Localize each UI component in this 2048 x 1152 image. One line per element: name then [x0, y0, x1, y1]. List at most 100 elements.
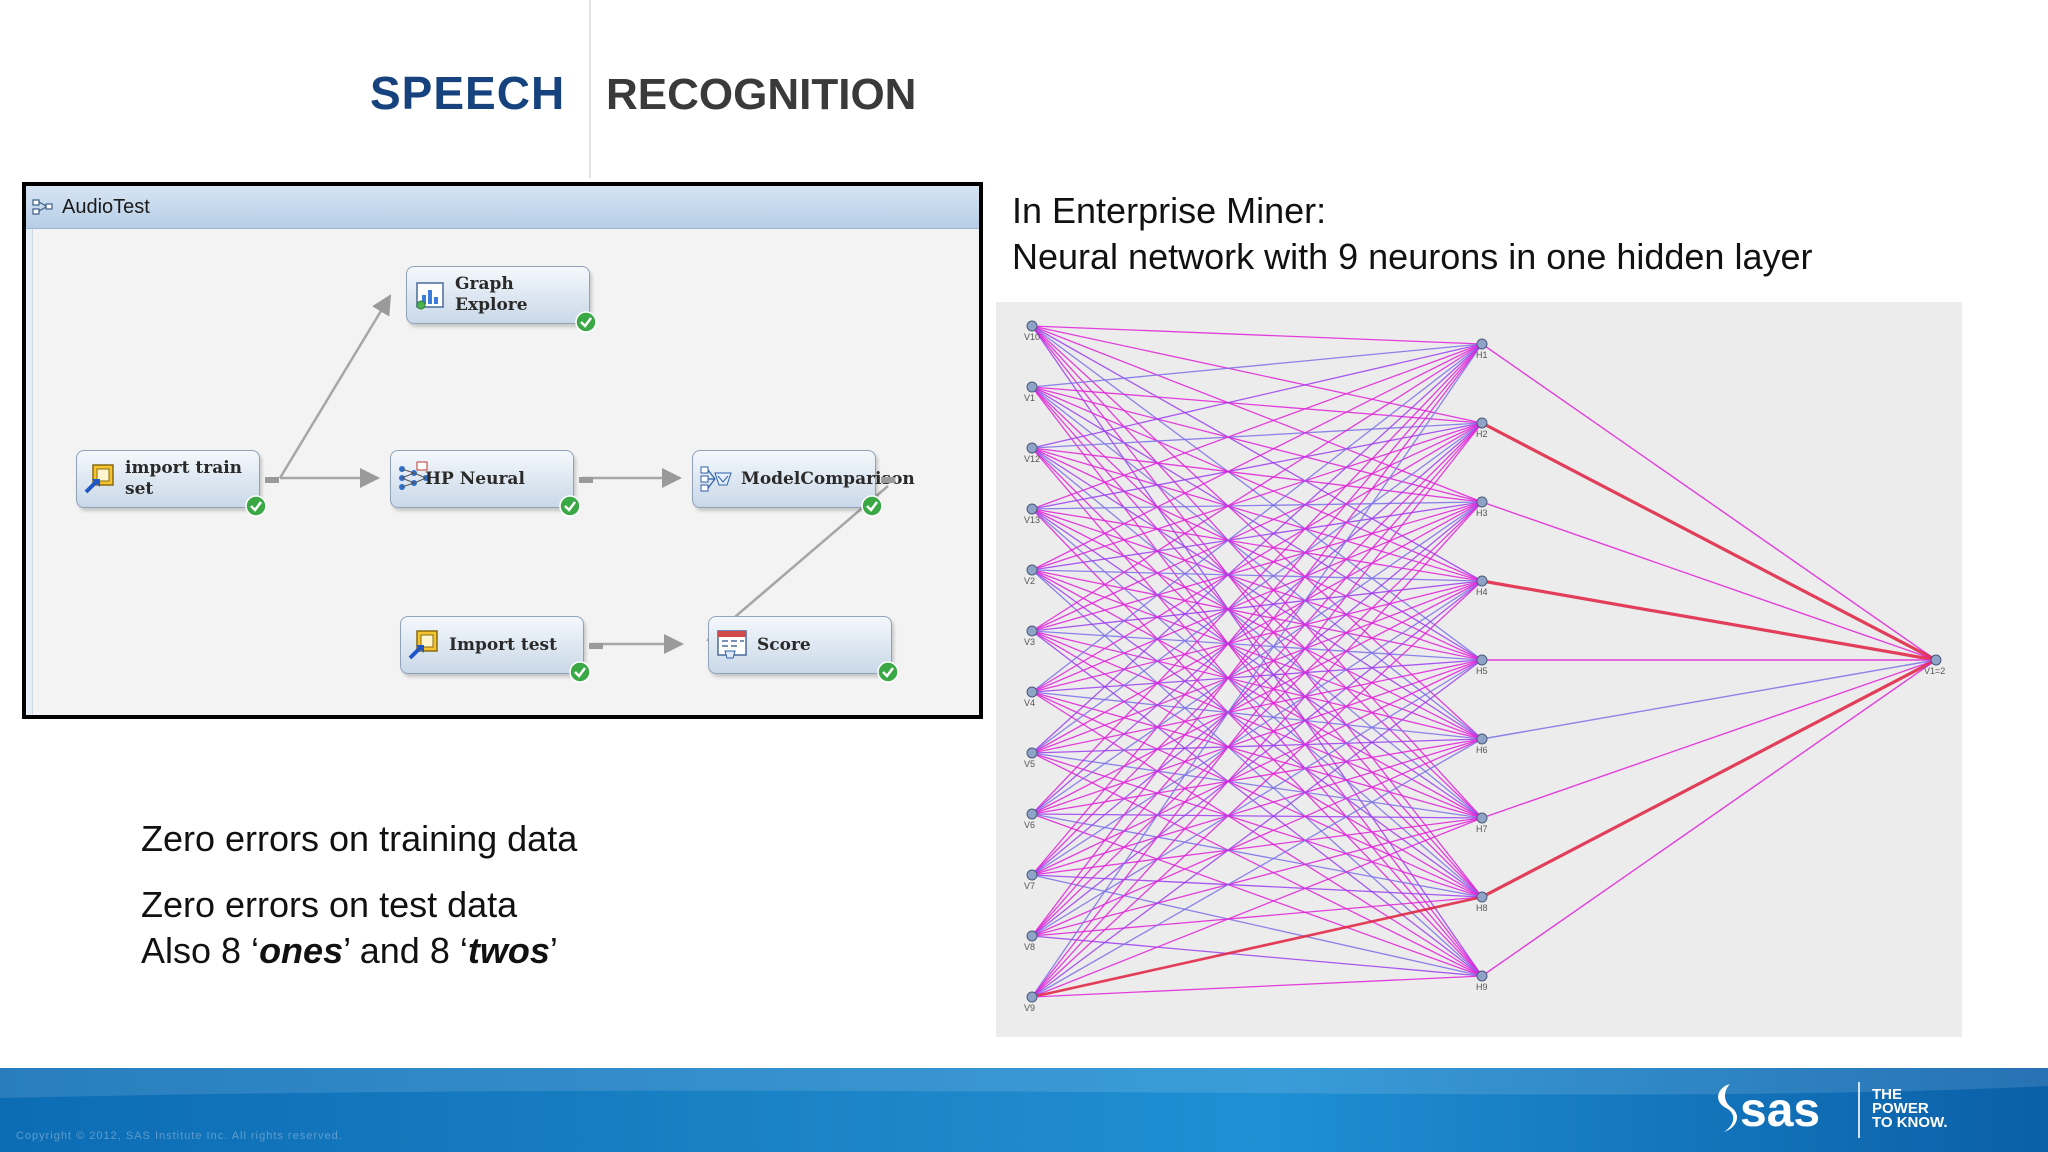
- weight-line: [1031, 738, 1483, 754]
- output-port[interactable]: [881, 477, 895, 483]
- weight-line: [1031, 975, 1483, 998]
- import-icon: [84, 464, 114, 494]
- input-node[interactable]: [1026, 869, 1038, 881]
- score-icon: [717, 630, 747, 659]
- weight-line: [1031, 659, 1483, 754]
- weight-line: [1031, 752, 1483, 819]
- input-node[interactable]: [1026, 442, 1038, 454]
- hidden-node[interactable]: [1476, 733, 1488, 745]
- success-check-icon: [861, 495, 883, 517]
- input-node[interactable]: [1026, 808, 1038, 820]
- node-label: import train set: [125, 458, 243, 499]
- weight-line: [1031, 508, 1483, 740]
- result-line-3: Also 8 ‘ones’ and 8 ‘twos’: [141, 930, 558, 971]
- weight-line: [1031, 343, 1483, 571]
- copyright-text: Copyright © 2012, SAS Institute Inc. All…: [16, 1130, 343, 1142]
- model-comparison-icon: [700, 466, 732, 492]
- input-node[interactable]: [1026, 686, 1038, 698]
- input-node[interactable]: [1026, 320, 1038, 332]
- diagram-connections: [278, 294, 889, 654]
- weight-line: [1031, 630, 1483, 898]
- twos-emphasis: twos: [467, 930, 550, 971]
- weight-line: [1031, 422, 1483, 693]
- node-label: V2: [1024, 576, 1035, 586]
- input-node[interactable]: [1026, 930, 1038, 942]
- node-label: H5: [1476, 666, 1488, 676]
- hidden-node[interactable]: [1476, 970, 1488, 982]
- weight-line: [1031, 874, 1483, 898]
- node-label: H6: [1476, 745, 1488, 755]
- output-weight-line: [1481, 659, 1937, 740]
- node-hp-neural[interactable]: HP Neural: [390, 450, 593, 517]
- node-import-test[interactable]: Import test: [400, 616, 603, 683]
- weight-line: [1031, 813, 1483, 898]
- weight-line: [1031, 659, 1483, 998]
- node-label: H4: [1476, 587, 1488, 597]
- node-label: H1: [1476, 350, 1488, 360]
- weight-line: [1031, 508, 1483, 582]
- weight-line: [1031, 386, 1483, 740]
- weight-line: [1031, 447, 1483, 740]
- node-label: V9: [1024, 1003, 1035, 1013]
- weight-line: [1031, 935, 1483, 977]
- weight-line: [1031, 325, 1483, 977]
- weight-line: [1031, 738, 1483, 937]
- node-score[interactable]: Score: [708, 616, 899, 683]
- svg-text:sas: sas: [1740, 1084, 1820, 1137]
- diagram-left-bar: [26, 229, 33, 715]
- weight-line: [1031, 508, 1483, 898]
- weight-line: [1031, 422, 1483, 449]
- weight-line: [1031, 422, 1483, 571]
- hidden-node[interactable]: [1476, 812, 1488, 824]
- node-import-train-set[interactable]: import train set: [76, 450, 279, 517]
- node-label: V7: [1024, 881, 1035, 891]
- hidden-node[interactable]: [1476, 417, 1488, 429]
- weight-line: [1031, 738, 1483, 815]
- footer-bar: Copyright © 2012, SAS Institute Inc. All…: [0, 1068, 2048, 1152]
- weight-line: [1031, 896, 1483, 937]
- weight-line: [1031, 447, 1483, 977]
- link-train-to-graph: [278, 294, 392, 479]
- weight-line: [1031, 569, 1483, 582]
- weight-line: [1031, 630, 1483, 740]
- weight-line: [1031, 659, 1483, 693]
- weight-line: [1031, 501, 1483, 815]
- output-port[interactable]: [589, 643, 603, 649]
- input-node[interactable]: [1026, 747, 1038, 759]
- weight-line: [1031, 325, 1483, 345]
- weight-line: [1031, 343, 1483, 449]
- input-node[interactable]: [1026, 564, 1038, 576]
- input-node[interactable]: [1026, 503, 1038, 515]
- hidden-node[interactable]: [1476, 496, 1488, 508]
- hidden-node[interactable]: [1476, 654, 1488, 666]
- node-graph-explore[interactable]: Graph Explore: [406, 266, 597, 333]
- success-check-icon: [559, 495, 581, 517]
- weight-line: [1031, 447, 1483, 819]
- output-port[interactable]: [579, 477, 593, 483]
- input-node[interactable]: [1026, 991, 1038, 1003]
- weight-line: [1031, 386, 1483, 898]
- output-port[interactable]: [265, 477, 279, 483]
- result-line-2: Zero errors on test data: [141, 884, 518, 925]
- output-node[interactable]: [1930, 654, 1942, 666]
- node-label: V4: [1024, 698, 1035, 708]
- weight-line: [1031, 325, 1483, 424]
- hidden-node[interactable]: [1476, 575, 1488, 587]
- hidden-node[interactable]: [1476, 891, 1488, 903]
- node-label: HP Neural: [425, 468, 525, 489]
- weight-line: [1031, 343, 1483, 998]
- hidden-node[interactable]: [1476, 338, 1488, 350]
- weight-line: [1031, 343, 1483, 632]
- weight-line: [1031, 569, 1483, 819]
- weight-line: [1031, 580, 1483, 693]
- weight-line: [1031, 738, 1483, 876]
- weight-line: [1031, 386, 1483, 819]
- weight-line: [1031, 386, 1483, 503]
- input-node[interactable]: [1026, 625, 1038, 637]
- weight-line: [1031, 325, 1483, 819]
- weight-line: [1031, 325, 1483, 898]
- input-node[interactable]: [1026, 381, 1038, 393]
- result-line-1: Zero errors on training data: [141, 818, 578, 859]
- weight-line: [1031, 501, 1483, 571]
